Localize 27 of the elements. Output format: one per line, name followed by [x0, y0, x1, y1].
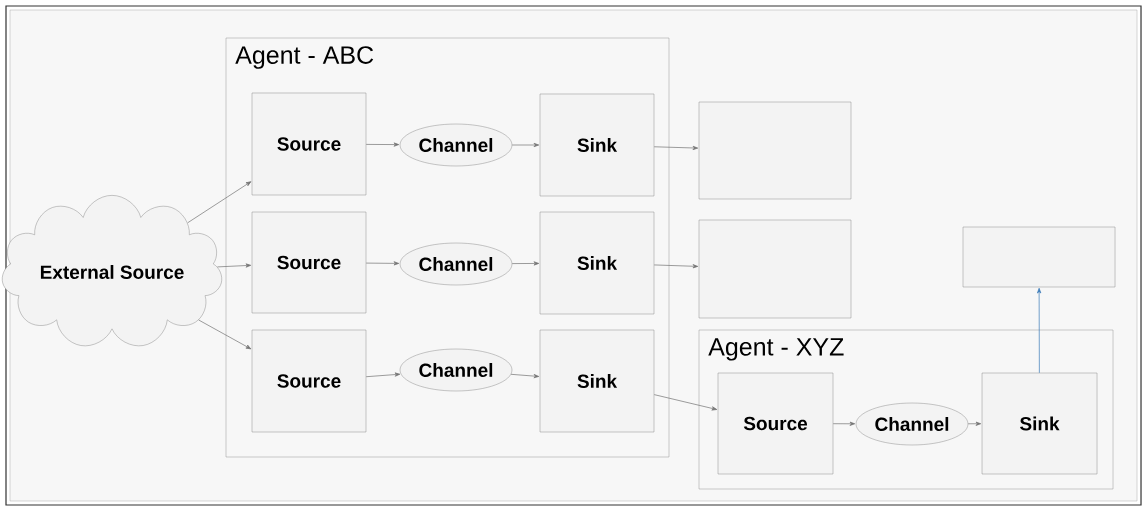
arrow — [365, 142, 400, 147]
arrow — [832, 421, 856, 426]
arrow — [187, 181, 252, 224]
arrow — [510, 373, 540, 379]
process-box: Sink — [539, 93, 655, 197]
empty-box — [962, 226, 1116, 288]
process-box: Source — [717, 372, 834, 475]
arrow — [653, 264, 699, 269]
arrow — [1037, 287, 1042, 374]
arrow — [365, 372, 401, 378]
arrow — [511, 142, 540, 148]
arrow — [365, 261, 400, 266]
process-box: Source — [251, 211, 367, 314]
arrow — [198, 319, 252, 350]
process-box: Sink — [539, 211, 655, 315]
process-box: Sink — [981, 372, 1098, 475]
arrow — [511, 261, 540, 266]
empty-box — [698, 101, 852, 200]
process-box: Sink — [539, 329, 655, 433]
process-box: Source — [251, 329, 367, 433]
arrow — [967, 421, 982, 426]
process-box: Source — [251, 92, 367, 196]
empty-box — [698, 219, 852, 319]
arrow — [653, 394, 718, 411]
source-cloud: External Source — [2, 195, 222, 347]
arrow — [653, 145, 699, 151]
arrow — [217, 263, 252, 268]
